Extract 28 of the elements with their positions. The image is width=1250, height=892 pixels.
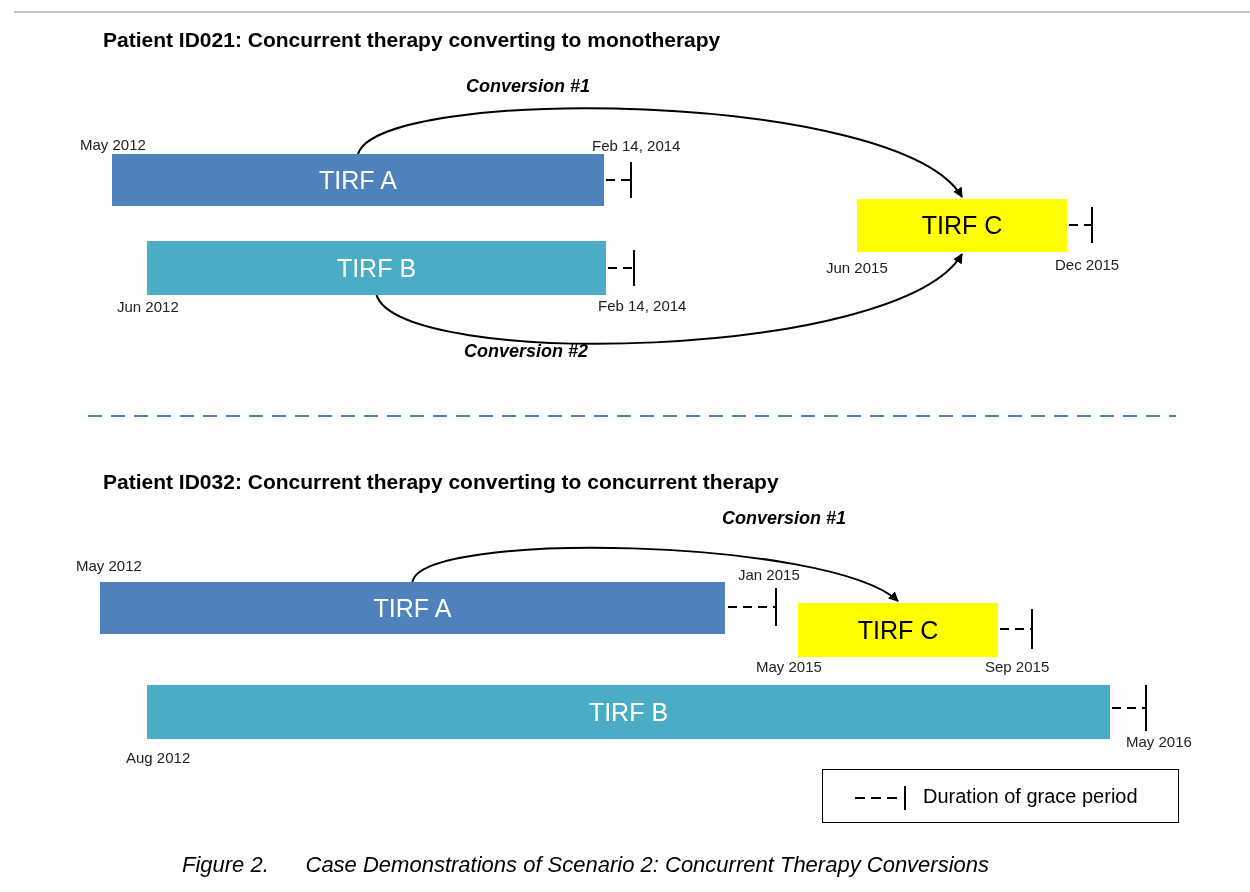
date-label: Jan 2015 (738, 566, 800, 583)
date-label: Sep 2015 (985, 658, 1050, 675)
date-label: May 2016 (1126, 733, 1192, 750)
date-label: May 2012 (80, 136, 146, 153)
date-label: May 2012 (76, 557, 142, 574)
therapy-bar: TIRF C (857, 199, 1067, 252)
date-label: Feb 14, 2014 (592, 137, 681, 154)
edge-label: Conversion #1 (466, 76, 591, 97)
date-label: Feb 14, 2014 (598, 297, 687, 314)
date-label: Dec 2015 (1055, 256, 1120, 273)
therapy-bar: TIRF B (147, 685, 1110, 739)
arrow (411, 546, 899, 602)
therapy-bar: TIRF A (112, 154, 604, 206)
arrow (375, 253, 963, 345)
therapy-bar: TIRF A (100, 582, 725, 634)
therapy-bar: TIRF C (798, 603, 998, 657)
edge-label: Conversion #2 (464, 341, 589, 362)
panel-heading: Patient ID021: Concurrent therapy converting to monotherapy (103, 28, 721, 52)
therapy-bar: TIRF B (147, 241, 606, 295)
date-label: May 2015 (756, 658, 822, 675)
date-label: Aug 2012 (126, 749, 191, 766)
date-label: Jun 2012 (117, 298, 179, 315)
edge-label: Conversion #1 (722, 508, 847, 529)
panel-heading: Patient ID032: Concurrent therapy converting to concurrent therapy (103, 470, 779, 494)
legend-text: Duration of grace period (923, 785, 1138, 808)
date-label: Jun 2015 (826, 259, 888, 276)
figure-caption: Figure 2. Case Demonstrations of Scenario 2: Concurrent Therapy Conversions (182, 852, 990, 878)
arrow (357, 107, 963, 198)
